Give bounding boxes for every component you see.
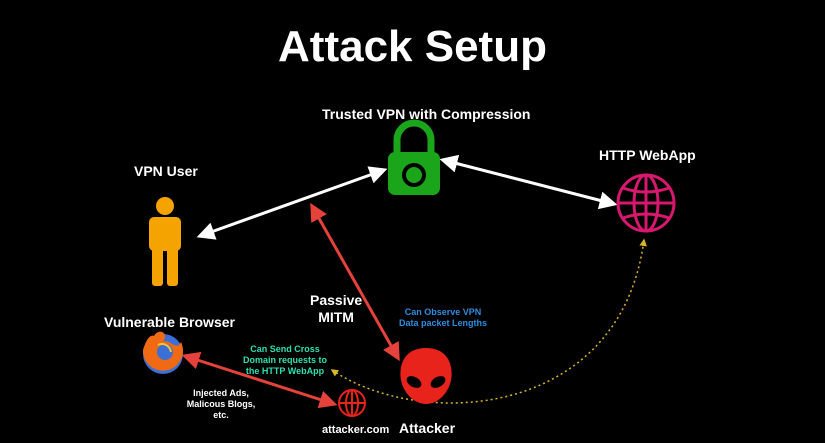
padlock-icon: [388, 119, 440, 195]
vpn-webapp-link: [439, 154, 618, 210]
vpn-user-label: VPN User: [134, 163, 198, 179]
mitm-link: [310, 202, 400, 362]
firefox-icon: [142, 331, 183, 374]
observe-note: Can Observe VPN Data packet Lengths: [398, 307, 488, 328]
vpn-label: Trusted VPN with Compression: [322, 106, 531, 122]
cross-domain-note: Can Send Cross Domain requests to the HT…: [242, 344, 327, 376]
webapp-label: HTTP WebApp: [599, 147, 696, 163]
injected-note: Injected Ads, Malicous Blogs, etc.: [186, 388, 256, 420]
attacker-label: Attacker: [399, 420, 456, 436]
user-vpn-link: [196, 166, 388, 240]
passive-mitm-label: Passive MITM: [310, 292, 363, 325]
browser-label: Vulnerable Browser: [104, 314, 235, 330]
alien-icon: [400, 348, 452, 404]
attacker-site-label: attacker.com: [322, 424, 390, 436]
page-title: Attack Setup: [278, 22, 547, 71]
attacker-browser-link: [181, 351, 338, 409]
globe-icon: [616, 173, 676, 233]
person-icon: [149, 197, 181, 286]
attacker-site-globe-icon: [338, 389, 366, 417]
cross-domain-curve: [330, 238, 647, 404]
